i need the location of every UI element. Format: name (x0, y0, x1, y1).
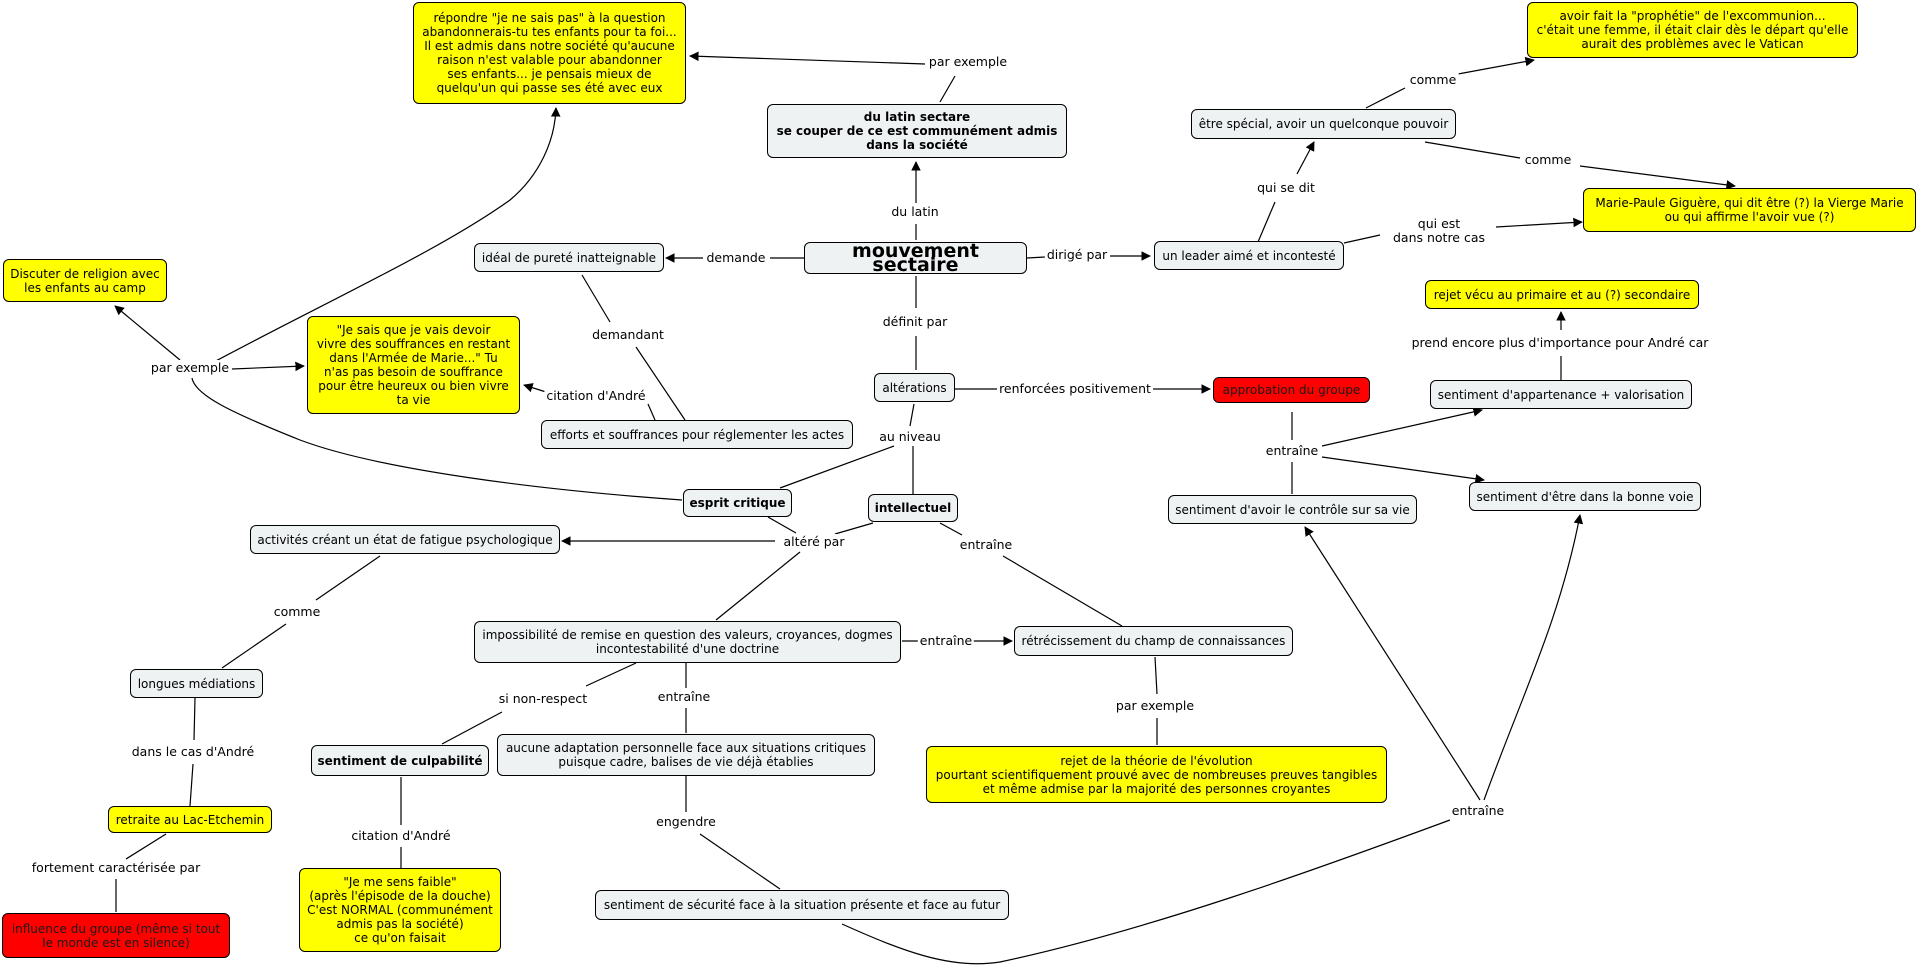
link-parexemple-discuter (114, 305, 181, 361)
link-demandant-efforts (635, 346, 686, 421)
node-adaptation[interactable]: aucune adaptation personnelle face aux s… (497, 734, 875, 776)
link-entraine-appartenance (1321, 407, 1483, 447)
node-discuter[interactable]: Discuter de religion avec les enfants au… (3, 259, 167, 302)
node-activites[interactable]: activités créant un état de fatigue psyc… (250, 525, 560, 554)
label-au-niveau: au niveau (877, 429, 943, 445)
link-parexemple-repondre (689, 51, 926, 65)
link-latin-parexemple (939, 75, 956, 103)
label-qui-est: qui est dans notre cas (1390, 216, 1488, 246)
link-main-dirige (1026, 256, 1046, 259)
label-entraine-3: entraîne (917, 633, 975, 649)
link-securite-entraine5 (841, 819, 1451, 965)
link-leader-quisedit (1257, 201, 1276, 243)
link-leader-quiest (1343, 234, 1381, 244)
link-comme1-prophetie (1457, 56, 1535, 75)
node-appartenance[interactable]: sentiment d'appartenance + valorisation (1430, 380, 1692, 409)
link-entraine5-bonnevoie (1483, 514, 1584, 801)
node-jesais[interactable]: "Je sais que je vais devoir vivre des so… (307, 316, 520, 414)
link-intellectuel-altere (834, 522, 874, 535)
node-main[interactable]: mouvement sectaire (804, 242, 1027, 275)
link-parexemple-repondre-curve (211, 107, 561, 364)
node-rejetvecu[interactable]: rejet vécu au primaire et au (?) seconda… (1425, 280, 1699, 309)
link-special-comme1 (1365, 87, 1406, 109)
link-activites-comme3 (315, 555, 381, 601)
node-impossibilite[interactable]: impossibilité de remise en question des … (474, 621, 901, 663)
node-securite[interactable]: sentiment de sécurité face à la situatio… (595, 890, 1009, 920)
link-special-comme2 (1424, 141, 1521, 159)
link-retrecissement-parexemple (1154, 656, 1158, 695)
node-theorie[interactable]: rejet de la théorie de l'évolution pourt… (926, 746, 1387, 803)
node-faible[interactable]: "Je me sens faible" (après l'épisode de … (299, 868, 501, 952)
node-retrecissement[interactable]: rétrécissement du champ de connaissances (1014, 626, 1293, 656)
label-si-non-respect: si non-respect (496, 691, 590, 707)
link-entraine2-retrecissement (1002, 555, 1123, 627)
link-entraine5-controle (1304, 526, 1481, 801)
label-dans-le-cas: dans le cas d'André (129, 744, 257, 760)
node-retraite[interactable]: retraite au Lac-Etchemin (108, 806, 272, 833)
link-impossibilite-sinon (585, 662, 637, 687)
link-mediations-danslecas (193, 697, 196, 741)
node-culpabilite[interactable]: sentiment de culpabilité (311, 745, 489, 776)
node-influence[interactable]: influence du groupe (même si tout le mon… (2, 913, 230, 958)
node-approbation[interactable]: approbation du groupe (1213, 377, 1370, 403)
link-quisedit-special (1296, 141, 1315, 175)
label-entraine-2: entraîne (957, 537, 1015, 553)
node-leader[interactable]: un leader aimé et incontesté (1154, 241, 1344, 270)
node-latin[interactable]: du latin sectare se couper de ce est com… (767, 104, 1067, 158)
node-esprit[interactable]: esprit critique (683, 489, 792, 517)
label-comme-1: comme (1407, 72, 1459, 88)
link-citation1-jesais (523, 383, 547, 393)
label-par-exemple-top: par exemple (926, 54, 1010, 70)
label-demande: demande (704, 250, 768, 266)
node-intellectuel[interactable]: intellectuel (868, 494, 958, 522)
node-ideal[interactable]: idéal de pureté inatteignable (474, 243, 664, 272)
link-comme2-mariepaule (1579, 165, 1736, 190)
node-repondre[interactable]: répondre "je ne sais pas" à la question … (413, 2, 686, 104)
node-mediations[interactable]: longues médiations (130, 669, 263, 698)
link-retraite-fortement (125, 833, 167, 860)
link-alterations-auniveau (909, 403, 915, 427)
node-efforts[interactable]: efforts et souffrances pour réglementer … (541, 420, 853, 449)
node-controle[interactable]: sentiment d'avoir le contrôle sur sa vie (1168, 495, 1417, 524)
label-comme-2: comme (1522, 152, 1574, 168)
link-entraine-bonnevoie (1321, 456, 1485, 484)
link-auniveau-esprit (779, 445, 895, 489)
label-citation-andre-2: citation d'André (349, 828, 453, 844)
label-comme-3: comme (271, 604, 323, 620)
node-bonnevoie[interactable]: sentiment d'être dans la bonne voie (1469, 482, 1701, 511)
link-engendre-securite (699, 833, 781, 890)
label-entraine-4: entraîne (655, 689, 713, 705)
node-special[interactable]: être spécial, avoir un quelconque pouvoi… (1191, 109, 1456, 139)
label-citation-andre-1: citation d'André (544, 388, 648, 404)
link-quiest-mariepaule (1495, 217, 1583, 228)
label-dirige-par: dirigé par (1044, 247, 1110, 263)
label-par-exemple-left: par exemple (148, 360, 232, 376)
link-esprit-altere (767, 516, 797, 534)
link-parexemple-jesais (231, 361, 305, 372)
link-altere-impossibilite (715, 551, 801, 621)
label-qui-se-dit: qui se dit (1255, 180, 1317, 196)
link-efforts-citation1 (647, 403, 656, 421)
link-comme3-mediations (221, 623, 287, 669)
label-demandant: demandant (590, 327, 666, 343)
label-entraine-5: entraîne (1449, 803, 1507, 819)
label-fortement: fortement caractérisée par (29, 860, 203, 876)
node-mariepaule[interactable]: Marie-Paule Giguère, qui dit être (?) la… (1583, 188, 1916, 232)
node-alterations[interactable]: altérations (874, 373, 955, 402)
node-prophetie[interactable]: avoir fait la "prophétie" de l'excommuni… (1527, 2, 1858, 58)
label-par-exemple-low: par exemple (1113, 698, 1197, 714)
label-altere-par: altéré par (781, 534, 847, 550)
link-danslecas-retraite (189, 763, 194, 807)
label-renforcees: renforcées positivement (997, 381, 1153, 397)
label-entraine-1: entraîne (1263, 443, 1321, 459)
label-engendre: engendre (654, 814, 718, 830)
link-esprit-parexemple (191, 377, 683, 501)
label-definit-par: définit par (880, 314, 950, 330)
link-intellectuel-entraine2 (939, 522, 963, 536)
link-ideal-demandant (581, 274, 611, 323)
label-prend-encore: prend encore plus d'importance pour Andr… (1409, 335, 1711, 351)
link-sinon-culpabilite (441, 711, 503, 745)
label-du-latin: du latin (889, 204, 941, 220)
